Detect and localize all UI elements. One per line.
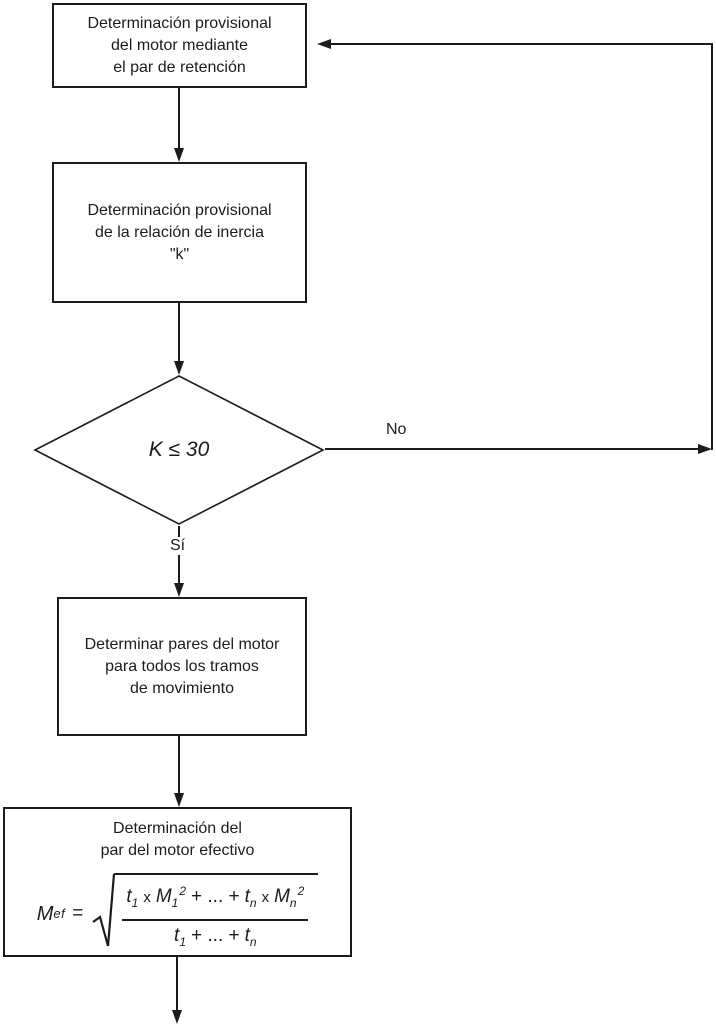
box-line: Determinación provisional	[87, 14, 272, 32]
fraction-denominator: t1+ ... +tn	[122, 921, 308, 955]
var-Mn: M	[274, 886, 290, 907]
feedback-top-line	[330, 43, 712, 45]
ellipsis-operator: + ... +	[191, 886, 240, 907]
box-line: "k"	[169, 245, 190, 263]
formula-lhs: M	[36, 903, 54, 925]
decision-label: K ≤ 30	[148, 438, 210, 461]
box-line: Determinar pares del motor	[84, 635, 280, 653]
arrowhead-down-decision	[174, 361, 184, 375]
decision-diamond: K ≤ 30	[33, 375, 325, 525]
sub-1: 1	[179, 935, 187, 949]
arrowhead-left-box1	[317, 39, 331, 49]
connector-box2-decision-line	[178, 303, 180, 362]
fraction-bar	[122, 919, 309, 921]
box-line: para todos los tramos	[105, 657, 259, 675]
formula-lhs-subscript: ef	[53, 906, 66, 921]
exit-connector-line	[176, 957, 178, 1011]
connector-box1-box2-line	[178, 88, 180, 149]
var-t1: t	[126, 886, 132, 907]
sub-n: n	[249, 896, 257, 910]
sup-2: 2	[297, 884, 305, 898]
diamond-shape	[33, 375, 325, 525]
sup-2: 2	[179, 884, 187, 898]
sub-n: n	[249, 935, 257, 949]
box-line: Determinación del	[113, 820, 242, 837]
box-line: el par de retención	[113, 58, 246, 76]
process-box-par-retencion: Determinación provisional del motor medi…	[52, 3, 307, 88]
radical-icon	[92, 873, 116, 947]
connector-box3-box4-line	[178, 736, 180, 794]
var-tn: t	[244, 925, 250, 946]
box-line: Determinación provisional	[87, 201, 272, 219]
var-t1: t	[174, 925, 180, 946]
box-line: de la relación de inercia	[95, 223, 264, 241]
sub-n: n	[289, 896, 297, 910]
formula-equals: =	[72, 903, 84, 924]
arrowhead-down-box3	[174, 583, 184, 597]
branch-label-si: Sí	[167, 537, 189, 555]
var-tn: t	[244, 886, 250, 907]
arrowhead-down-box4	[174, 793, 184, 807]
sub-1: 1	[171, 896, 179, 910]
process-box-par-efectivo: Determinación del par del motor efectivo…	[3, 807, 352, 957]
times-operator: x	[261, 889, 270, 906]
process-box-relacion-inercia: Determinación provisional de la relación…	[52, 162, 307, 303]
box-line: de movimiento	[129, 679, 235, 697]
arrowhead-down-box2	[174, 148, 184, 162]
ellipsis-operator: + ... +	[191, 925, 240, 946]
var-M1: M	[155, 886, 172, 907]
branch-label-no: No	[383, 421, 410, 439]
arrowhead-right-feedback	[698, 444, 712, 454]
box-line: par del motor efectivo	[100, 842, 255, 859]
process-box-pares-motor: Determinar pares del motor para todos lo…	[57, 597, 307, 736]
sub-1: 1	[131, 896, 139, 910]
feedback-vertical-line	[711, 43, 713, 450]
no-branch-line	[325, 448, 700, 450]
times-operator: x	[143, 889, 151, 906]
box-line: del motor mediante	[111, 36, 248, 54]
arrowhead-down-exit	[172, 1010, 182, 1024]
connector-decision-box3-line	[178, 526, 180, 584]
